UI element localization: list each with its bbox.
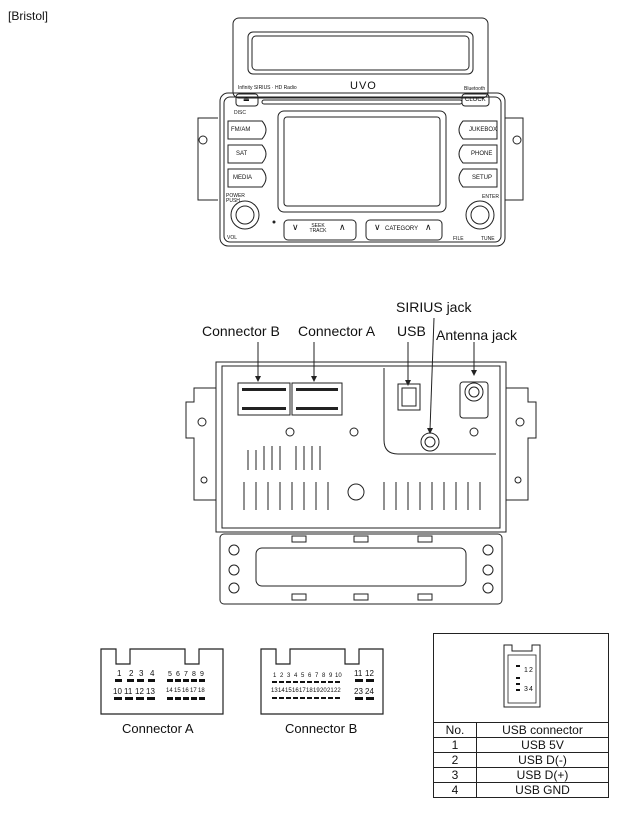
conn-b-pin-11: 11 xyxy=(354,669,363,678)
conn-b-pin-9: 9 xyxy=(329,673,333,679)
conn-a-pin-17: 17 xyxy=(190,688,197,694)
conn-a-pin-18: 18 xyxy=(198,688,205,694)
table-header-row: No. USB connector xyxy=(433,722,609,738)
row-name: USB D(-) xyxy=(476,752,609,768)
conn-b-pin-24: 24 xyxy=(365,687,374,696)
connector-a-label: Connector A xyxy=(298,323,376,339)
jukebox-button: JUKEBOX xyxy=(469,127,498,133)
conn-b-pin-17: 17 xyxy=(299,688,306,694)
conn-b-pin-4: 4 xyxy=(294,673,298,679)
usb-pin-4: 4 xyxy=(529,686,533,693)
file-label: FILE xyxy=(453,236,464,242)
conn-b-pin-20: 20 xyxy=(320,688,327,694)
table-row: 3 USB D(+) xyxy=(433,767,609,783)
conn-b-pin-23: 23 xyxy=(354,687,363,696)
usb-pin-2: 2 xyxy=(529,667,533,674)
power-label: POWER PUSH xyxy=(226,193,245,204)
conn-a-pin-11: 11 xyxy=(124,687,133,696)
conn-a-pin-14: 14 xyxy=(166,688,173,694)
usb-connector-figure xyxy=(503,644,541,708)
conn-a-pin-7: 7 xyxy=(184,671,188,678)
connector-b-label: Connector B xyxy=(202,323,280,339)
conn-b-pin-13: 13 xyxy=(271,688,278,694)
connector-a-outline xyxy=(100,648,224,715)
conn-a-pin-12: 12 xyxy=(135,687,144,696)
sirius-jack-label: SIRIUS jack xyxy=(396,299,472,315)
header-no: No. xyxy=(433,722,477,738)
conn-b-pin-16: 16 xyxy=(292,688,299,694)
setup-button: SETUP xyxy=(472,175,493,181)
conn-a-pin-1: 1 xyxy=(117,669,122,678)
conn-a-pin-9: 9 xyxy=(200,671,204,678)
eject-icon: ⏏ xyxy=(243,96,250,103)
tune-label: TUNE xyxy=(481,236,495,242)
conn-b-pin-21: 21 xyxy=(327,688,334,694)
row-no: 1 xyxy=(433,737,477,753)
conn-b-pin-19: 19 xyxy=(313,688,320,694)
row-no: 4 xyxy=(433,782,477,798)
conn-a-pin-16: 16 xyxy=(182,688,189,694)
seek-up-icon: ∧ xyxy=(339,222,346,232)
phone-button: PHONE xyxy=(471,151,493,157)
rear-panel-diagram xyxy=(185,317,537,605)
conn-b-pin-8: 8 xyxy=(322,673,326,679)
bluetooth-label: Bluetooth xyxy=(464,86,486,92)
conn-b-pin-18: 18 xyxy=(306,688,313,694)
media-button: MEDIA xyxy=(233,175,253,181)
conn-a-pin-13: 13 xyxy=(146,687,155,696)
conn-b-pin-14: 14 xyxy=(278,688,285,694)
category-up-icon: ∧ xyxy=(425,222,432,232)
conn-b-pin-5: 5 xyxy=(301,673,305,679)
header-usb-connector: USB connector xyxy=(476,722,609,738)
conn-a-pin-5: 5 xyxy=(168,671,172,678)
connector-b-outline xyxy=(260,648,384,715)
conn-b-pin-7: 7 xyxy=(315,673,319,679)
sat-button: SAT xyxy=(236,151,248,157)
conn-b-pin-1: 1 xyxy=(273,673,277,679)
seek-down-icon: ∨ xyxy=(292,222,299,232)
table-row: 4 USB GND xyxy=(433,782,609,798)
conn-a-pin-3: 3 xyxy=(139,669,144,678)
connector-b-caption: Connector B xyxy=(285,721,358,736)
enter-label: ENTER xyxy=(482,194,499,200)
conn-a-pin-6: 6 xyxy=(176,671,180,678)
conn-a-pin-15: 15 xyxy=(174,688,181,694)
seek-track-label: SEEK TRACK xyxy=(309,223,327,234)
uvo-logo: UVO xyxy=(350,80,377,92)
conn-b-pin-2: 2 xyxy=(280,673,284,679)
conn-b-pin-15: 15 xyxy=(285,688,292,694)
disc-label: DISC xyxy=(234,110,246,116)
conn-b-pin-22: 22 xyxy=(334,688,341,694)
table-row: 2 USB D(-) xyxy=(433,752,609,768)
conn-a-pin-8: 8 xyxy=(192,671,196,678)
brand-left-label: Infinity SIRIUS · HD Radio xyxy=(238,85,297,91)
category-label: CATEGORY xyxy=(385,226,419,232)
row-name: USB 5V xyxy=(476,737,609,753)
usb-pin-1: 1 xyxy=(524,667,528,674)
clock-button: CLOCK xyxy=(465,97,486,103)
fm-am-button: FM/AM xyxy=(231,127,251,133)
usb-connector-figure-box xyxy=(433,633,609,722)
front-panel-diagram xyxy=(197,17,524,247)
usb-pin-table: No. USB connector 1 USB 5V 2 USB D(-) 3 … xyxy=(433,722,609,798)
row-no: 3 xyxy=(433,767,477,783)
conn-a-pin-4: 4 xyxy=(150,669,155,678)
table-row: 1 USB 5V xyxy=(433,737,609,753)
category-down-icon: ∨ xyxy=(374,222,381,232)
vol-label: VOL xyxy=(227,235,238,241)
page-label: [Bristol] xyxy=(8,9,49,23)
usb-label: USB xyxy=(397,323,426,339)
conn-b-pin-3: 3 xyxy=(287,673,291,679)
row-name: USB GND xyxy=(476,782,609,798)
row-no: 2 xyxy=(433,752,477,768)
connector-a-caption: Connector A xyxy=(122,721,194,736)
conn-b-pin-10: 10 xyxy=(335,673,342,679)
antenna-jack-label: Antenna jack xyxy=(436,327,517,343)
usb-pin-3: 3 xyxy=(524,686,528,693)
row-name: USB D(+) xyxy=(476,767,609,783)
conn-b-pin-12: 12 xyxy=(365,669,374,678)
conn-a-pin-10: 10 xyxy=(113,687,122,696)
conn-a-pin-2: 2 xyxy=(129,669,134,678)
conn-b-pin-6: 6 xyxy=(308,673,312,679)
